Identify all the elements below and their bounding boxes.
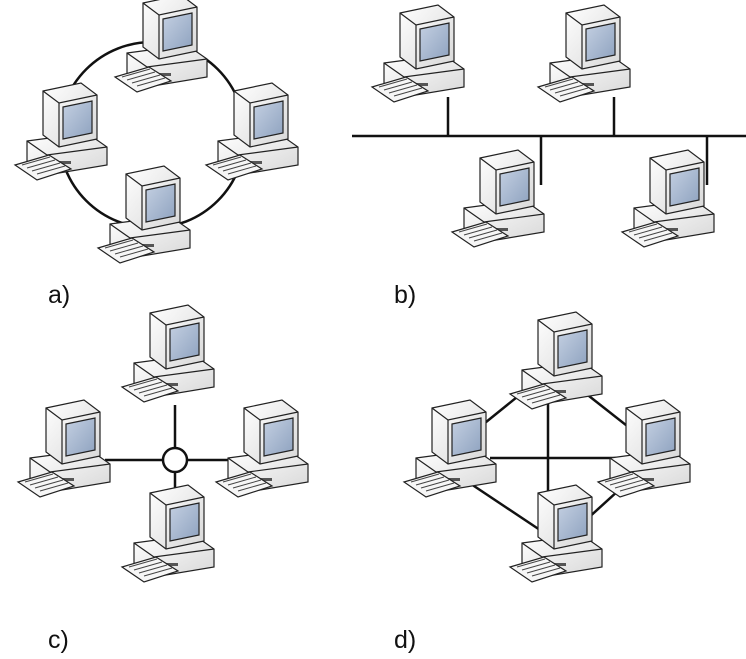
star-node-bottom (121, 484, 215, 583)
bus-topology (352, 4, 746, 248)
mesh-node-left (403, 399, 497, 498)
panel-label-d: d) (394, 626, 417, 654)
star-node-left (17, 399, 111, 498)
mesh-node-top (509, 311, 603, 410)
ring-topology (14, 0, 299, 264)
bus-node-2 (537, 4, 631, 103)
mesh-node-bottom (509, 484, 603, 583)
ring-node-right (205, 82, 299, 181)
ring-node-left (14, 82, 108, 181)
mesh-topology (403, 311, 691, 583)
bus-node-1 (371, 4, 465, 103)
hub-icon (161, 446, 189, 474)
panel-label-c: c) (48, 626, 69, 654)
star-node-right (215, 399, 309, 498)
mesh-link-left-bottom (464, 478, 541, 532)
bus-node-4 (621, 149, 715, 248)
panel-label-b: b) (394, 281, 417, 309)
bus-node-3 (451, 149, 545, 248)
star-node-top (121, 304, 215, 403)
panel-label-a: a) (48, 281, 71, 309)
ring-node-bottom (97, 165, 191, 264)
star-topology (17, 304, 309, 583)
